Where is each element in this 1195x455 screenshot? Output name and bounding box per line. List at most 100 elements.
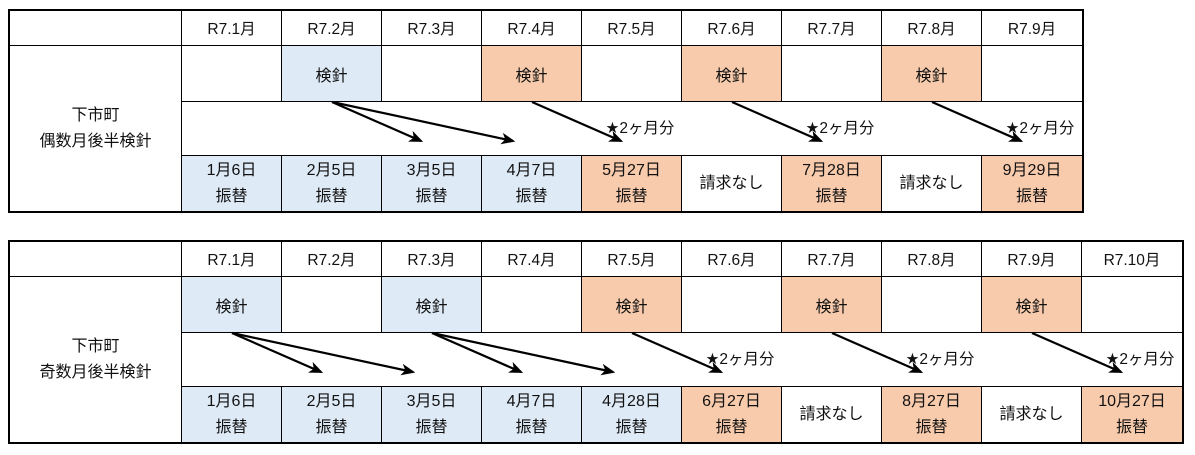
transfer-cell-line: 8月27日 xyxy=(902,392,961,410)
transfer-cell-line: 請求なし xyxy=(899,174,964,192)
table-title-line: 偶数月後半検針 xyxy=(39,132,152,150)
transfer-cell-line: 10月27日 xyxy=(1098,392,1166,410)
transfer-cell-line: 1月6日 xyxy=(206,392,257,410)
meter-reading-empty-cell xyxy=(482,277,582,333)
meter-reading-empty-cell xyxy=(1082,277,1182,333)
table-title: 下市町偶数月後半検針 xyxy=(10,46,182,211)
meter-reading-cell: 検針 xyxy=(882,46,982,102)
arrow-strip xyxy=(182,333,1182,387)
month-header-cell: R7.9月 xyxy=(982,242,1082,277)
transfer-date-cell: 8月27日振替 xyxy=(882,387,982,442)
month-header-cell: R7.9月 xyxy=(982,11,1082,46)
transfer-cell-line: 振替 xyxy=(1115,418,1148,436)
transfer-date-cell: 2月5日振替 xyxy=(282,156,382,211)
transfer-date-cell: 7月28日振替 xyxy=(782,156,882,211)
header-corner-cell xyxy=(10,11,182,46)
meter-reading-empty-cell xyxy=(682,277,782,333)
no-billing-cell: 請求なし xyxy=(782,387,882,442)
month-header-cell: R7.1月 xyxy=(182,242,282,277)
table-title-line: 下市町 xyxy=(71,337,120,355)
transfer-cell-line: 振替 xyxy=(515,187,548,205)
two-month-amount-note: ★2ヶ月分 xyxy=(905,351,975,368)
meter-reading-empty-cell xyxy=(982,46,1082,102)
header-corner-cell xyxy=(10,242,182,277)
transfer-cell-line: 2月5日 xyxy=(306,161,357,179)
transfer-date-cell: 1月6日振替 xyxy=(182,387,282,442)
two-month-amount-note: ★2ヶ月分 xyxy=(805,120,875,137)
month-header-cell: R7.7月 xyxy=(782,11,882,46)
transfer-cell-line: 請求なし xyxy=(699,174,764,192)
transfer-cell-line: 4月28日 xyxy=(602,392,661,410)
two-month-amount-note: ★2ヶ月分 xyxy=(1005,120,1075,137)
transfer-date-cell: 4月7日振替 xyxy=(482,387,582,442)
transfer-cell-line: 振替 xyxy=(215,187,248,205)
month-header-cell: R7.2月 xyxy=(282,242,382,277)
month-header-cell: R7.1月 xyxy=(182,11,282,46)
meter-reading-cell: 検針 xyxy=(582,277,682,333)
month-header-cell: R7.4月 xyxy=(482,242,582,277)
transfer-date-cell: 6月27日振替 xyxy=(682,387,782,442)
transfer-cell-line: 振替 xyxy=(315,418,348,436)
transfer-date-cell: 5月27日振替 xyxy=(582,156,682,211)
transfer-date-cell: 4月7日振替 xyxy=(482,156,582,211)
table-title: 下市町奇数月後半検針 xyxy=(10,277,182,442)
no-billing-cell: 請求なし xyxy=(882,156,982,211)
transfer-cell-line: 振替 xyxy=(715,418,748,436)
transfer-date-cell: 3月5日振替 xyxy=(382,156,482,211)
transfer-cell-line: 6月27日 xyxy=(702,392,761,410)
transfer-cell-line: 7月28日 xyxy=(802,161,861,179)
transfer-cell-line: 請求なし xyxy=(999,405,1064,423)
meter-reading-empty-cell xyxy=(382,46,482,102)
transfer-cell-line: 振替 xyxy=(1015,187,1048,205)
month-header-cell: R7.5月 xyxy=(582,242,682,277)
meter-reading-empty-cell xyxy=(182,46,282,102)
month-header-cell: R7.4月 xyxy=(482,11,582,46)
meter-reading-cell: 検針 xyxy=(682,46,782,102)
transfer-cell-line: 請求なし xyxy=(799,405,864,423)
transfer-cell-line: 振替 xyxy=(415,418,448,436)
month-header-cell: R7.5月 xyxy=(582,11,682,46)
month-header-cell: R7.8月 xyxy=(882,242,982,277)
transfer-cell-line: 振替 xyxy=(615,187,648,205)
transfer-cell-line: 5月27日 xyxy=(602,161,661,179)
month-header-cell: R7.2月 xyxy=(282,11,382,46)
transfer-cell-line: 振替 xyxy=(915,418,948,436)
meter-reading-empty-cell xyxy=(882,277,982,333)
meter-reading-cell: 検針 xyxy=(782,277,882,333)
two-month-amount-note: ★2ヶ月分 xyxy=(605,120,675,137)
transfer-cell-line: 振替 xyxy=(515,418,548,436)
transfer-cell-line: 振替 xyxy=(215,418,248,436)
month-header-cell: R7.6月 xyxy=(682,242,782,277)
no-billing-cell: 請求なし xyxy=(682,156,782,211)
month-header-cell: R7.3月 xyxy=(382,242,482,277)
transfer-cell-line: 振替 xyxy=(415,187,448,205)
no-billing-cell: 請求なし xyxy=(982,387,1082,442)
transfer-cell-line: 4月7日 xyxy=(506,161,557,179)
meter-reading-empty-cell xyxy=(782,46,882,102)
transfer-cell-line: 振替 xyxy=(315,187,348,205)
two-month-amount-note: ★2ヶ月分 xyxy=(705,351,775,368)
transfer-date-cell: 2月5日振替 xyxy=(282,387,382,442)
table-title-line: 奇数月後半検針 xyxy=(39,363,152,381)
meter-reading-cell: 検針 xyxy=(982,277,1082,333)
transfer-cell-line: 3月5日 xyxy=(406,392,457,410)
meter-reading-empty-cell xyxy=(582,46,682,102)
month-header-cell: R7.10月 xyxy=(1082,242,1182,277)
month-header-cell: R7.8月 xyxy=(882,11,982,46)
meter-reading-cell: 検針 xyxy=(382,277,482,333)
transfer-cell-line: 3月5日 xyxy=(406,161,457,179)
transfer-date-cell: 10月27日振替 xyxy=(1082,387,1182,442)
transfer-date-cell: 9月29日振替 xyxy=(982,156,1082,211)
meter-reading-cell: 検針 xyxy=(182,277,282,333)
two-month-amount-note: ★2ヶ月分 xyxy=(1105,351,1175,368)
meter-reading-cell: 検針 xyxy=(482,46,582,102)
transfer-cell-line: 振替 xyxy=(815,187,848,205)
meter-reading-empty-cell xyxy=(282,277,382,333)
month-header-cell: R7.7月 xyxy=(782,242,882,277)
table-title-line: 下市町 xyxy=(71,106,120,124)
transfer-date-cell: 3月5日振替 xyxy=(382,387,482,442)
transfer-cell-line: 2月5日 xyxy=(306,392,357,410)
